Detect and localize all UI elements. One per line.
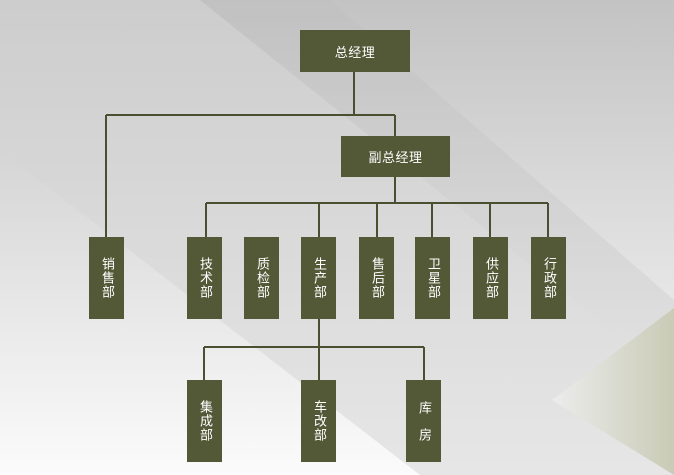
dept-supply-label: 供应部: [483, 257, 498, 299]
unit-integration-label: 集成部: [197, 400, 212, 442]
background-triangle-accent: [552, 308, 674, 475]
unit-vehicle-mod-label: 车改部: [311, 400, 326, 442]
deputy-box[interactable]: 副总经理: [341, 136, 450, 177]
background-shard-top: [0, 0, 674, 380]
unit-vehicle-mod-box[interactable]: 车改部: [301, 380, 336, 462]
deputy-label: 副总经理: [368, 151, 423, 166]
unit-warehouse-label: 库房: [416, 401, 431, 455]
ceo-box[interactable]: 总经理: [300, 30, 410, 72]
dept-production-box[interactable]: 生产部: [301, 237, 336, 319]
dept-admin-box[interactable]: 行政部: [531, 237, 566, 319]
dept-qc-box[interactable]: 质检部: [244, 237, 279, 319]
dept-tech-box[interactable]: 技术部: [187, 237, 222, 319]
dept-production-label: 生产部: [311, 257, 326, 299]
dept-supply-box[interactable]: 供应部: [473, 237, 508, 319]
dept-after-sales-box[interactable]: 售后部: [359, 237, 394, 319]
dept-sales-label: 销售部: [99, 257, 114, 299]
unit-integration-box[interactable]: 集成部: [187, 380, 222, 462]
unit-warehouse-box[interactable]: 库房: [406, 380, 441, 462]
dept-tech-label: 技术部: [197, 257, 212, 299]
dept-satellite-label: 卫星部: [425, 257, 440, 299]
dept-admin-label: 行政部: [541, 257, 556, 299]
dept-after-sales-label: 售后部: [369, 257, 384, 299]
dept-sales-box[interactable]: 销售部: [89, 237, 124, 319]
dept-satellite-box[interactable]: 卫星部: [415, 237, 450, 319]
ceo-label: 总经理: [334, 45, 376, 61]
dept-qc-label: 质检部: [254, 257, 269, 299]
